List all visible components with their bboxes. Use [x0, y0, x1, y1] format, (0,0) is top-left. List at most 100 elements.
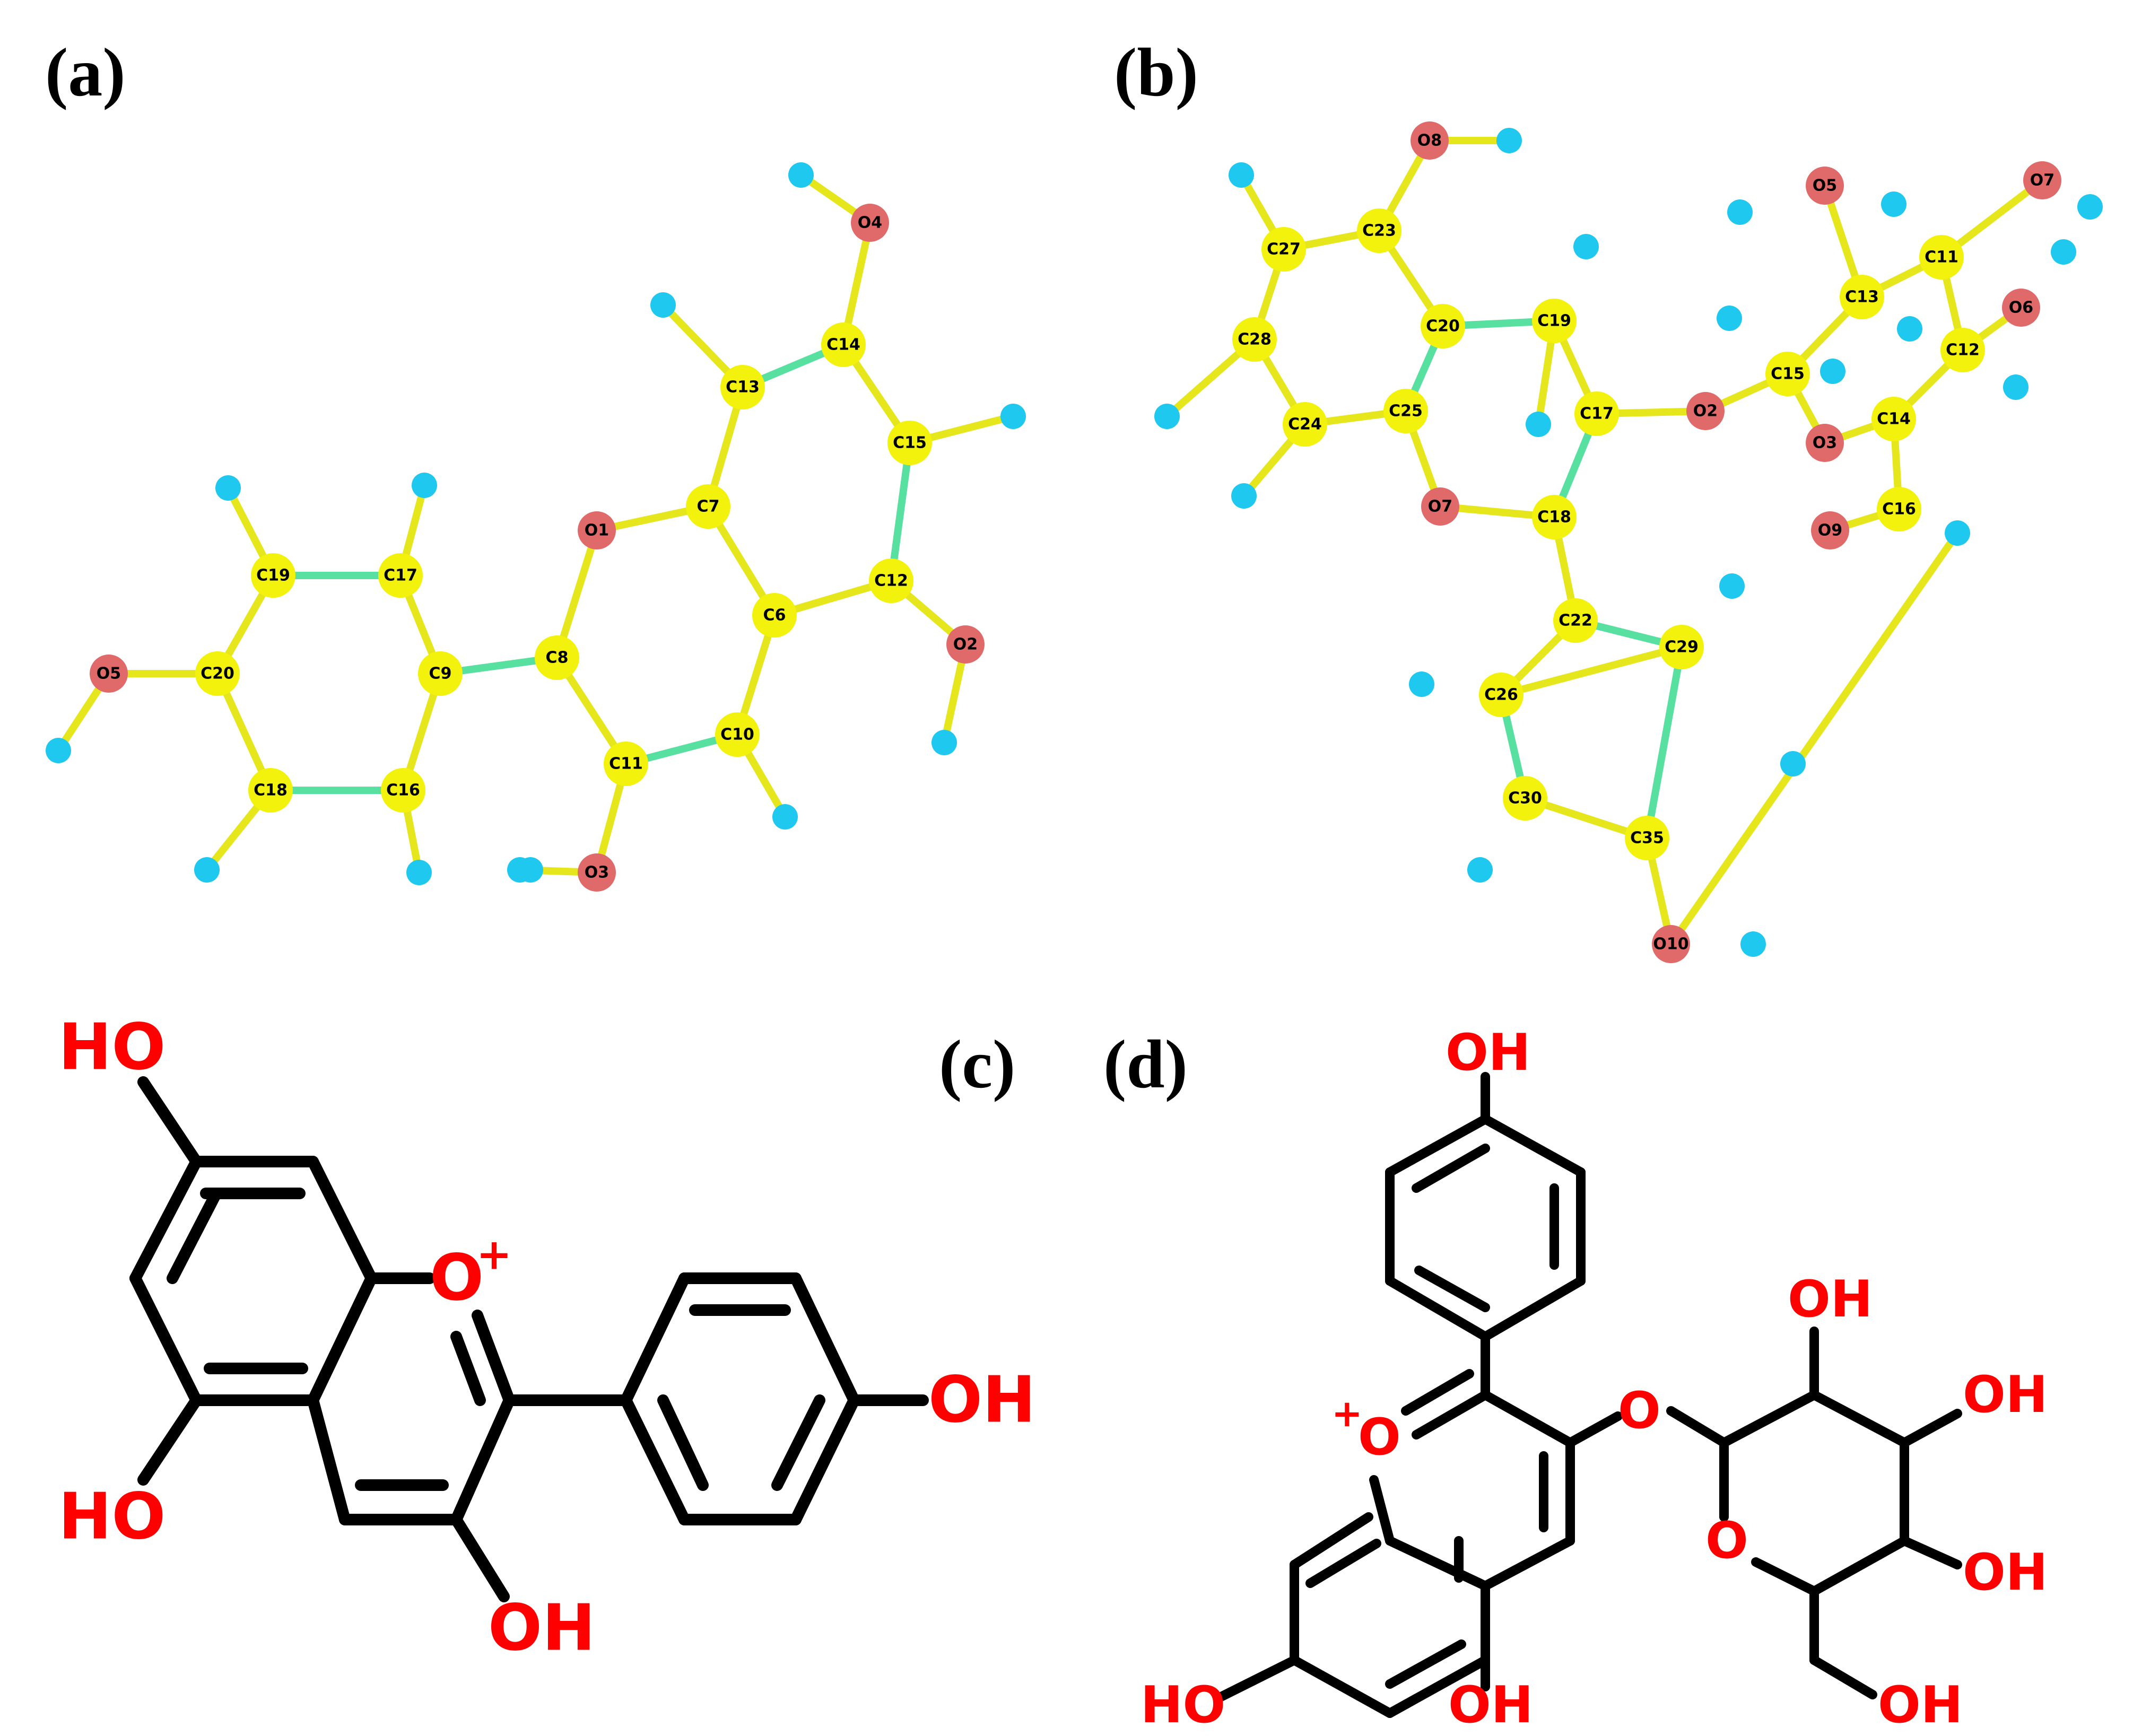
bond — [1719, 1390, 1819, 1447]
carbon-atom — [1940, 328, 1985, 372]
oxygen-atom — [946, 625, 985, 664]
hydrogen-atom — [772, 804, 798, 830]
bond — [1385, 1655, 1490, 1718]
atom-label: O2 — [953, 635, 978, 654]
carbon-atom — [686, 484, 730, 529]
carbon-atom — [381, 768, 425, 813]
atom-label: C35 — [1630, 829, 1664, 848]
bond — [1809, 1390, 1909, 1447]
model-bond — [1667, 529, 1961, 948]
bond — [1385, 1276, 1490, 1341]
bond — [167, 1190, 221, 1284]
carbon-atom — [1625, 816, 1669, 860]
model-bond — [1643, 643, 1685, 842]
atom-label: C27 — [1267, 240, 1301, 259]
oxygen-atom — [1652, 925, 1690, 963]
bond — [1305, 1539, 1381, 1588]
atom-label: C24 — [1288, 415, 1322, 434]
bond — [1290, 1512, 1373, 1569]
label-oh-bottom: OH — [1448, 1676, 1533, 1734]
carbon-atom — [378, 553, 423, 598]
label-ho-left: HO — [1140, 1676, 1225, 1734]
atom-label: C6 — [763, 606, 786, 625]
atom-label: C12 — [874, 572, 908, 590]
hydrogen-atom — [1727, 199, 1753, 225]
carbon-atom — [1532, 299, 1577, 343]
hydrogen-atom — [650, 292, 676, 318]
atom-label: C14 — [826, 336, 860, 354]
atom-label: C26 — [1484, 686, 1518, 704]
oxygen-atom — [1411, 121, 1449, 160]
hydrogen-atom — [194, 857, 220, 883]
hydrogen-atom — [406, 860, 432, 885]
hydrogen-atom — [1780, 751, 1806, 777]
oxygen-atom — [1806, 424, 1844, 462]
carbon-atom — [604, 741, 648, 786]
bond — [137, 1394, 202, 1486]
label-oh-right: OH — [928, 1364, 1035, 1437]
atom-label: C25 — [1389, 402, 1423, 421]
carbon-atom — [1871, 397, 1916, 441]
bond — [790, 1272, 860, 1406]
panel-label-b: (b) — [1114, 34, 1198, 111]
atom-label: O4 — [858, 214, 882, 232]
bond — [1385, 1114, 1490, 1177]
oxygen-atom — [578, 511, 616, 549]
oxygen-atom — [90, 655, 128, 693]
carbon-atom — [1383, 389, 1428, 433]
carbon-atom — [1479, 673, 1523, 717]
atom-label: C20 — [1426, 317, 1460, 336]
atom-label: O1 — [585, 521, 609, 540]
carbon-atom — [1503, 776, 1547, 821]
carbon-atom — [1261, 227, 1306, 272]
atom-label: O7 — [1428, 498, 1452, 516]
label-o-plus: O — [430, 1242, 484, 1315]
hydrogen-atom — [518, 857, 543, 883]
carbon-atom — [1553, 598, 1598, 643]
oxygen-atom — [2002, 289, 2040, 327]
bond — [1809, 1536, 1909, 1596]
carbon-atom — [418, 651, 463, 696]
bond — [657, 1394, 709, 1491]
carbon-atom — [1421, 304, 1465, 348]
bond — [1900, 1409, 1962, 1447]
atom-label: C11 — [1925, 248, 1958, 267]
bond — [1481, 1390, 1575, 1447]
hydrogen-atom — [412, 473, 437, 498]
label-oh-sugar-3: OH — [1963, 1543, 2048, 1602]
carbon-atom — [1283, 402, 1327, 447]
carbon-atom — [1765, 352, 1810, 396]
hydrogen-atom — [931, 730, 957, 755]
atom-label: C30 — [1508, 789, 1542, 808]
bond — [472, 1310, 515, 1406]
oxygen-atom — [1811, 511, 1849, 549]
label-o-link: O — [1618, 1382, 1661, 1440]
bond — [307, 1272, 377, 1406]
label-o-plus: O — [1358, 1408, 1401, 1467]
atom-label: O2 — [1693, 402, 1718, 421]
bond — [307, 1394, 351, 1525]
carbon-atom — [251, 553, 295, 598]
hydrogen-atom — [1897, 316, 1922, 342]
hydrogen-atom — [1881, 191, 1906, 217]
bond — [1481, 1536, 1575, 1591]
bond — [1481, 1114, 1586, 1177]
atom-label: O3 — [1813, 434, 1837, 452]
atom-label: C23 — [1362, 222, 1396, 240]
bond — [307, 1156, 377, 1284]
hydrogen-atom — [1229, 162, 1254, 188]
bond — [1412, 1390, 1490, 1440]
bond — [450, 1514, 510, 1602]
hydrogen-atom — [1000, 404, 1026, 429]
hydrogen-atom — [1231, 483, 1257, 509]
oxygen-atom — [578, 853, 616, 892]
atom-label: O5 — [97, 665, 121, 683]
model-bond — [887, 439, 913, 585]
label-o-plus-charge: + — [476, 1230, 512, 1279]
atom-label: C29 — [1665, 638, 1699, 657]
oxygen-atom — [1806, 167, 1844, 205]
bond — [450, 1394, 515, 1525]
panel-label-d: (d) — [1103, 1026, 1188, 1103]
hydrogen-atom — [1409, 671, 1434, 697]
